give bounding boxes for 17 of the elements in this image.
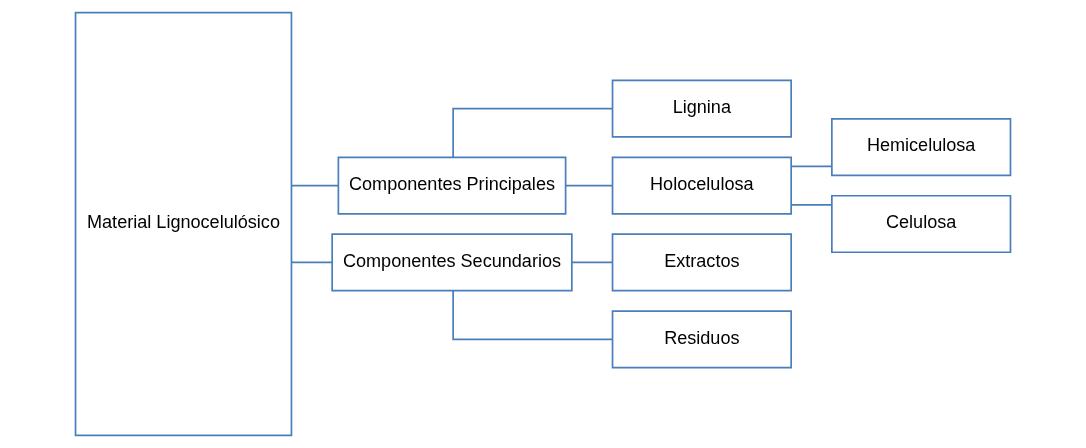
node-box: Componentes Principales — [337, 156, 567, 215]
connector — [571, 261, 614, 264]
node-box: Hemicelulosa — [831, 118, 1012, 177]
node-box: Componentes Secundarios — [331, 233, 573, 292]
node-box: Extractos — [611, 233, 792, 292]
node-box: Material Lignocelulósico — [74, 11, 293, 437]
connector — [790, 203, 833, 206]
connector — [452, 107, 614, 158]
connector — [290, 184, 339, 187]
node-box: Lignina — [611, 79, 792, 138]
connector — [565, 184, 614, 187]
node-box: Celulosa — [831, 194, 1012, 254]
connector — [290, 261, 333, 264]
node-box: Residuos — [611, 310, 792, 369]
connector — [790, 165, 833, 168]
node-box: Holocelulosa — [611, 156, 792, 215]
connector — [452, 290, 614, 341]
